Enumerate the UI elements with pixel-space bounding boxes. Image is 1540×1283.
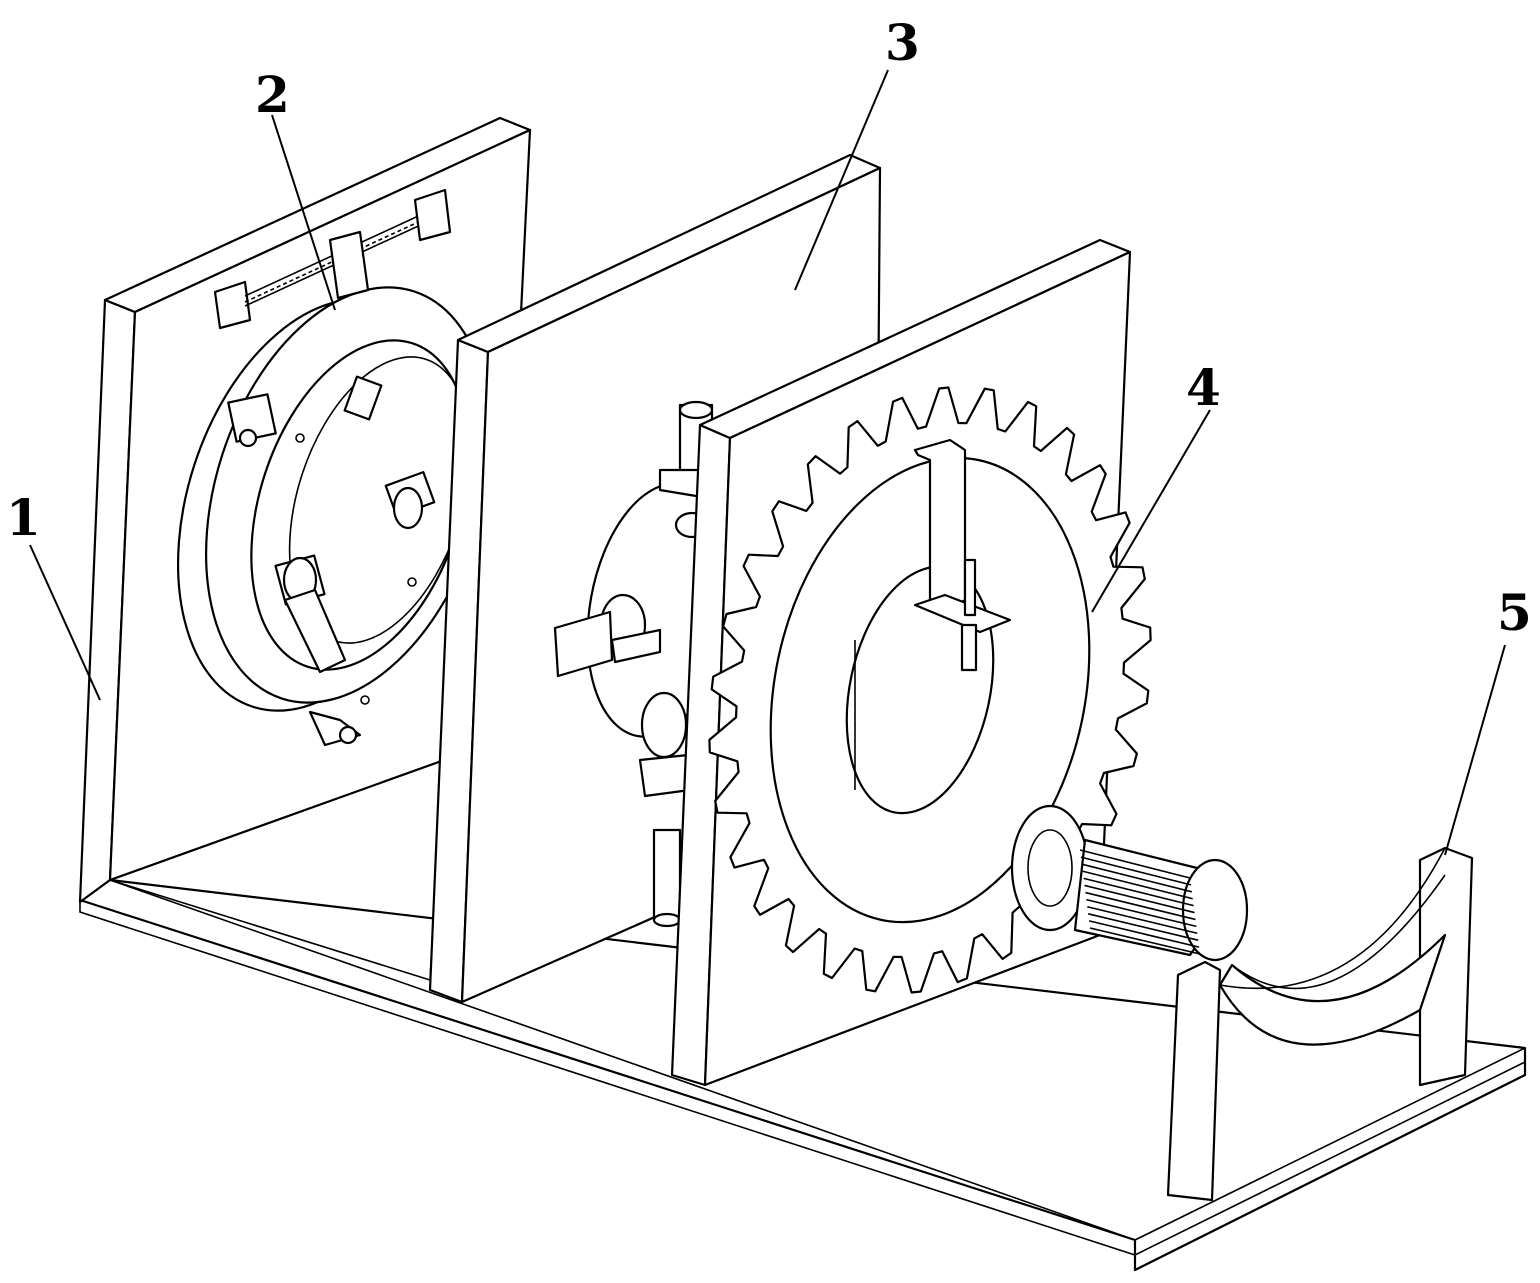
motor-fin [1081, 863, 1193, 893]
leader-4 [1091, 409, 1211, 613]
motor-and-pinion [1010, 804, 1249, 962]
pipe-support-cradle [1166, 846, 1474, 1202]
callout-labels: 1 2 3 4 5 [6, 13, 1532, 642]
leader-5 [1444, 644, 1506, 856]
leader-lines [29, 69, 1506, 856]
callout-1: 1 [6, 488, 41, 547]
leader-2 [271, 114, 336, 311]
leader-3 [794, 69, 889, 291]
callout-2: 2 [255, 65, 290, 124]
callout-3: 3 [885, 13, 920, 72]
motor-fin [1087, 913, 1199, 941]
callout-4: 4 [1186, 358, 1221, 417]
marker-bracket [913, 438, 1012, 672]
motor-fin [1089, 927, 1201, 955]
ring-clamp-assembly [176, 188, 491, 747]
motor-fin [1085, 891, 1196, 921]
motor-fin [1082, 870, 1193, 900]
motor-fin [1084, 884, 1195, 914]
motor-fin [1086, 898, 1197, 928]
motor-fin [1079, 849, 1191, 879]
callout-5: 5 [1497, 583, 1532, 642]
leader-1 [29, 544, 101, 701]
motor-fin [1088, 920, 1200, 948]
motor-fins [1079, 849, 1201, 955]
motor-fin [1087, 905, 1198, 935]
motor-fin [1083, 877, 1194, 907]
motor-fin [1080, 856, 1192, 886]
